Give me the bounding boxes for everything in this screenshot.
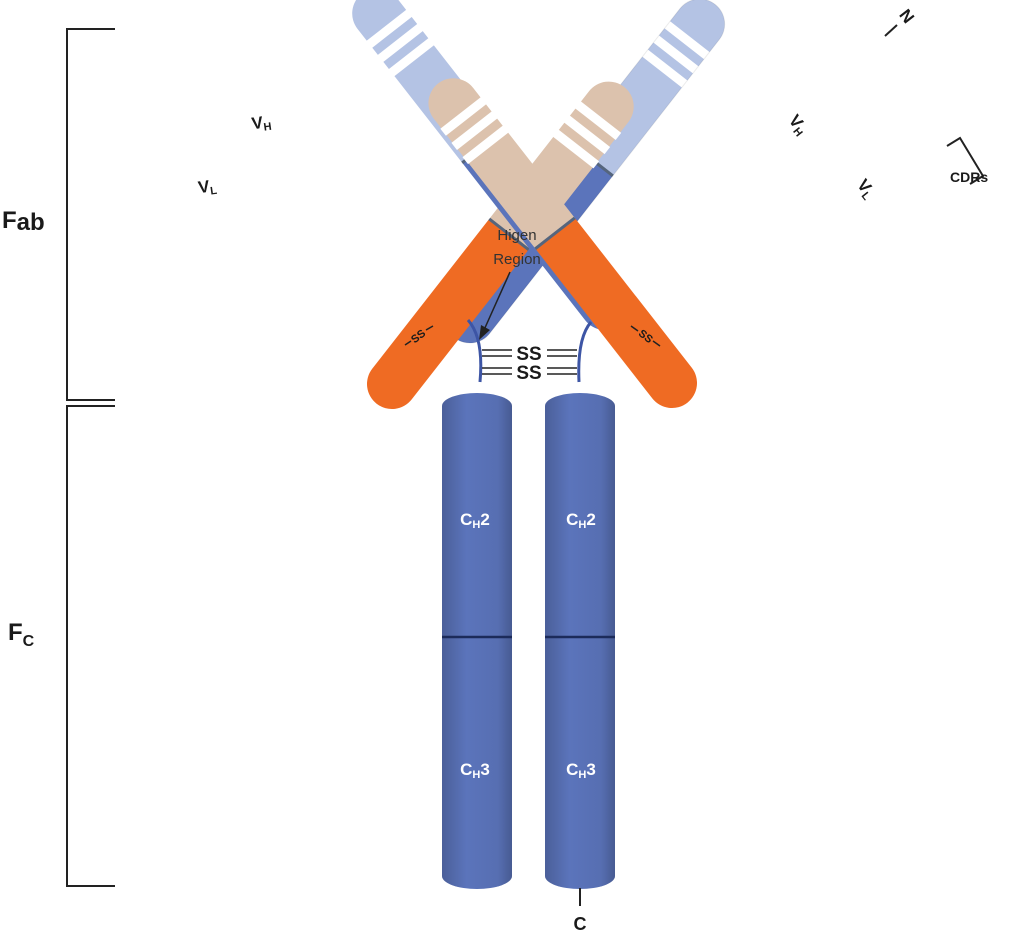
- cdrs-label: CDRs: [950, 169, 988, 185]
- fc-bracket: [66, 405, 115, 887]
- n-terminus: N: [884, 6, 918, 37]
- right-ch3-label: CH3: [566, 760, 596, 781]
- right-vl-cdr-stripes: [440, 96, 510, 165]
- hinge-region-label-line1: Higen: [497, 227, 536, 244]
- right-vh-cdr-stripes: [365, 9, 435, 77]
- left-ch2-label: CH2: [460, 510, 490, 531]
- left-vl-cl-boundary: [488, 217, 530, 251]
- right-vl-label: VL: [852, 176, 880, 203]
- left-ch1-label: CH1: [377, 239, 409, 264]
- right-vh-label: VH: [783, 111, 811, 139]
- fab-bracket: [66, 28, 115, 401]
- c-terminus: C: [574, 888, 587, 934]
- right-cl-label: CL: [724, 293, 752, 321]
- right-ch2-label: CH2: [566, 510, 596, 531]
- left-vl-label: VL: [197, 176, 218, 199]
- cdrs-bracket: [946, 136, 985, 185]
- svg-text:C: C: [574, 914, 587, 934]
- right-vl-domain: [428, 78, 575, 249]
- ss-bond-lower: SS: [516, 363, 541, 384]
- left-ch3-label: CH3: [460, 760, 490, 781]
- left-vh-cdr-stripes: [641, 20, 711, 89]
- left-cl-domain: [367, 218, 529, 409]
- right-fc-column: [545, 393, 615, 889]
- heavy-heavy-disulfide-lines: [482, 349, 577, 375]
- fc-label: FC: [8, 619, 35, 650]
- left-vh-label: VH: [250, 112, 272, 135]
- hinge-arrow: [479, 271, 511, 340]
- right-hinge-curve: [577, 321, 593, 383]
- ss-bond-upper: SS: [516, 344, 541, 365]
- right-cl-domain: [535, 217, 697, 408]
- svg-text:N: N: [895, 6, 918, 27]
- left-vl-cdr-stripes: [552, 100, 622, 169]
- hinge-region-label-line2: Region: [493, 251, 541, 268]
- right-ch1-label: CH1: [656, 231, 691, 267]
- right-light-chain: [428, 78, 697, 408]
- left-cl-label: CL: [322, 302, 344, 325]
- right-vl-cl-boundary: [534, 216, 576, 250]
- fab-label: Fab: [2, 207, 45, 236]
- left-fc-column: [442, 393, 512, 889]
- left-hinge-curve: [466, 319, 483, 383]
